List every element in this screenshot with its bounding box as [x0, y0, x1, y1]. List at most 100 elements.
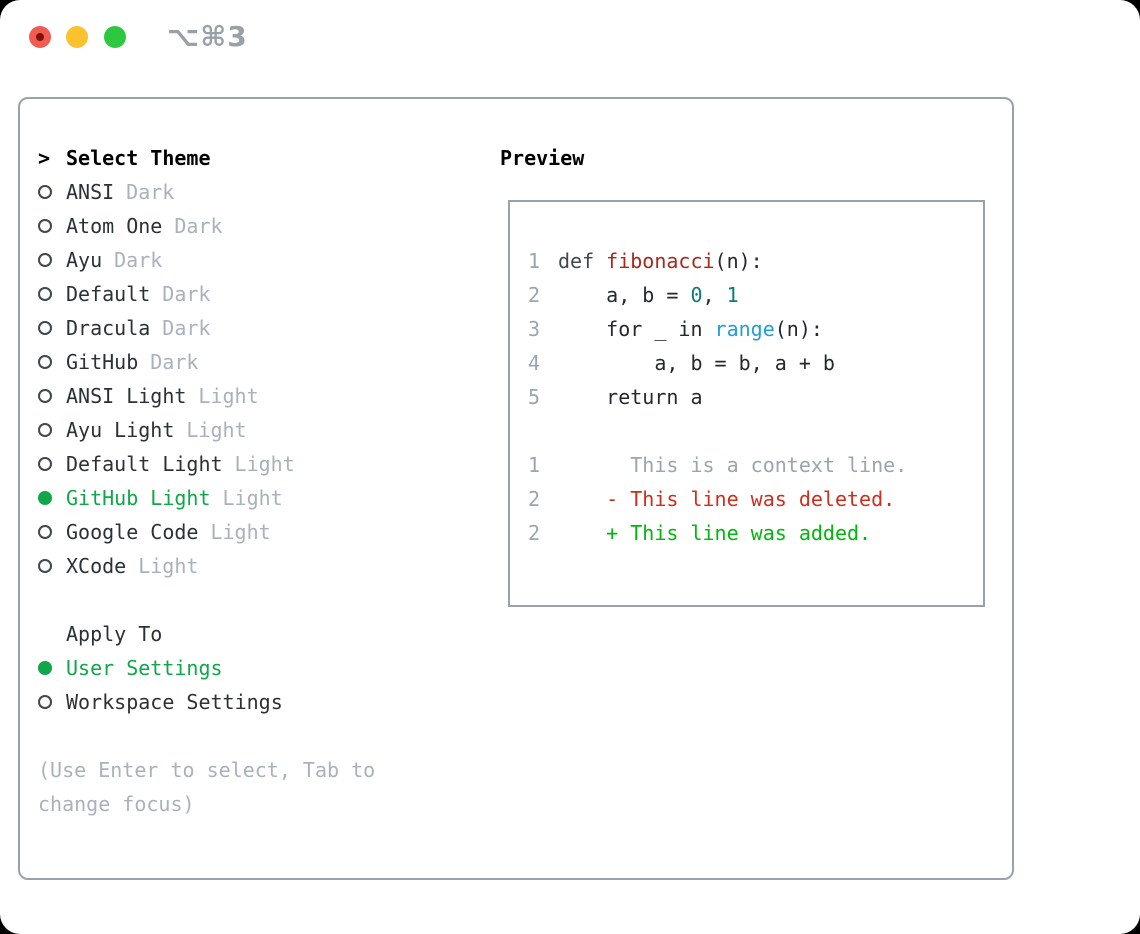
- apply-to-header: Apply To: [38, 617, 488, 651]
- radio-icon: [38, 457, 52, 471]
- line-number: 2: [528, 521, 541, 545]
- line-number: 4: [528, 351, 541, 375]
- theme-variant-tag: Dark: [162, 282, 211, 306]
- code-line: 3 for _ in range(n):: [510, 312, 983, 346]
- theme-name: Google Code: [66, 520, 199, 544]
- code-token: + This line was added.: [558, 521, 872, 545]
- theme-name: XCode: [66, 554, 127, 578]
- code-token: 1: [726, 283, 739, 307]
- code-line: 4 a, b = b, a + b: [510, 346, 983, 380]
- apply-to-name: Workspace Settings: [66, 690, 283, 714]
- theme-name: ANSI: [66, 180, 115, 204]
- theme-option-ansi[interactable]: ANSI Dark: [38, 175, 488, 209]
- code-text: return a: [558, 385, 703, 409]
- radio-selected-icon: [38, 491, 52, 505]
- code-token: This is a context line.: [558, 453, 908, 477]
- theme-variant-tag: Light: [222, 486, 283, 510]
- theme-option-ayu-light[interactable]: Ayu Light Light: [38, 413, 488, 447]
- theme-option-default[interactable]: Default Dark: [38, 277, 488, 311]
- theme-variant-tag: Light: [234, 452, 295, 476]
- code-line: 1 def fibonacci(n):: [510, 244, 983, 278]
- code-token: a, b =: [558, 283, 691, 307]
- radio-icon: [38, 185, 52, 199]
- code-line: 2 - This line was deleted.: [510, 482, 983, 516]
- prompt-icon: >: [38, 146, 51, 170]
- theme-option-ayu[interactable]: Ayu Dark: [38, 243, 488, 277]
- code-token: 0: [690, 283, 703, 307]
- theme-name: Ayu: [66, 248, 103, 272]
- line-number: 5: [528, 385, 541, 409]
- code-token: (n):: [714, 249, 763, 273]
- code-token: (n):: [774, 317, 823, 341]
- code-line: [510, 414, 983, 448]
- theme-option-github[interactable]: GitHub Dark: [38, 345, 488, 379]
- close-button[interactable]: [29, 26, 51, 48]
- theme-option-ansi-light[interactable]: ANSI Light Light: [38, 379, 488, 413]
- code-text: + This line was added.: [558, 521, 871, 545]
- theme-list-header: > Select Theme: [38, 141, 488, 175]
- theme-list-title: Select Theme: [66, 146, 211, 170]
- theme-name: GitHub Light: [66, 486, 211, 510]
- radio-icon: [38, 389, 52, 403]
- code-line: 2 a, b = 0, 1: [510, 278, 983, 312]
- titlebar: ⌥⌘3: [0, 0, 1140, 76]
- code-token: def: [558, 249, 607, 273]
- theme-variant-tag: Dark: [114, 248, 163, 272]
- apply-to-name: User Settings: [66, 656, 223, 680]
- theme-variant-tag: Dark: [150, 350, 199, 374]
- theme-variant-tag: Dark: [126, 180, 175, 204]
- radio-icon: [38, 321, 52, 335]
- code-text: def fibonacci(n):: [558, 249, 763, 273]
- theme-variant-tag: Light: [186, 418, 247, 442]
- code-token: range: [714, 317, 775, 341]
- radio-icon: [38, 525, 52, 539]
- radio-icon: [38, 287, 52, 301]
- minimize-button[interactable]: [66, 26, 88, 48]
- spacer: [38, 583, 488, 617]
- theme-name: GitHub: [66, 350, 139, 374]
- spacer: [38, 719, 488, 753]
- code-token: fibonacci: [606, 249, 715, 273]
- theme-option-github-light[interactable]: GitHub Light Light: [38, 481, 488, 515]
- unsaved-dot-icon: [36, 33, 44, 41]
- apply-to-option-workspace-settings[interactable]: Workspace Settings: [38, 685, 488, 719]
- code-token: return a: [558, 385, 703, 409]
- line-number: 1: [528, 453, 541, 477]
- hint-text-line1: (Use Enter to select, Tab to: [38, 758, 376, 782]
- theme-name: Atom One: [66, 214, 163, 238]
- theme-name: Dracula: [66, 316, 151, 340]
- theme-variant-tag: Light: [138, 554, 199, 578]
- apply-to-title: Apply To: [66, 622, 163, 646]
- theme-name: ANSI Light: [66, 384, 187, 408]
- line-number: 1: [528, 249, 541, 273]
- code-text: This is a context line.: [558, 453, 907, 477]
- code-token: ,: [702, 283, 727, 307]
- theme-name: Ayu Light: [66, 418, 175, 442]
- code-text: a, b = b, a + b: [558, 351, 835, 375]
- theme-option-google-code[interactable]: Google Code Light: [38, 515, 488, 549]
- radio-icon: [38, 355, 52, 369]
- apply-to-option-user-settings[interactable]: User Settings: [38, 651, 488, 685]
- radio-icon: [38, 559, 52, 573]
- zoom-button[interactable]: [104, 26, 126, 48]
- theme-variant-tag: Light: [210, 520, 271, 544]
- theme-variant-tag: Light: [198, 384, 259, 408]
- code-line: 5 return a: [510, 380, 983, 414]
- theme-name: Default: [66, 282, 151, 306]
- radio-icon: [38, 695, 52, 709]
- window-title: ⌥⌘3: [167, 20, 248, 53]
- code-token: a, b = b, a + b: [558, 351, 835, 375]
- code-token: for _ in: [558, 317, 715, 341]
- code-token: - This line was deleted.: [558, 487, 896, 511]
- line-number: 3: [528, 317, 541, 341]
- theme-option-xcode[interactable]: XCode Light: [38, 549, 488, 583]
- preview-title: Preview: [500, 146, 585, 170]
